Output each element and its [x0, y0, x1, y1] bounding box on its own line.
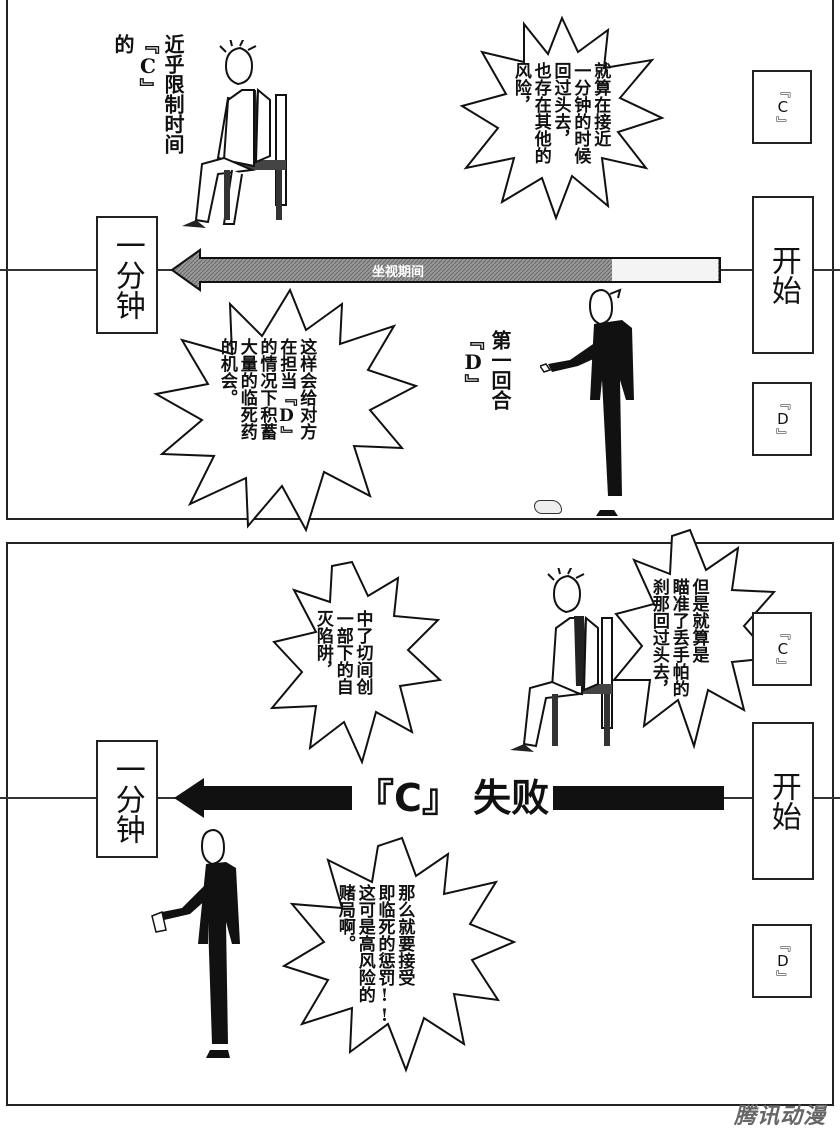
- failure-text: 『C』 失败: [352, 774, 554, 822]
- standing-man-figure: [151, 828, 240, 1058]
- bubble-line: 回过头去，: [550, 62, 571, 147]
- role-box-d: 『D』: [752, 924, 812, 998]
- watermark-logo: 腾讯动漫: [733, 1104, 826, 1129]
- bubble-line: 这样会给对方: [296, 338, 317, 440]
- start-label: 开始: [765, 245, 801, 305]
- bubble-line: 的情况下积蓄: [256, 338, 277, 440]
- viewing-period-arrow: [170, 248, 721, 292]
- arrow-label: 坐视期间: [372, 265, 425, 280]
- one-minute-label: 一分钟: [109, 230, 145, 320]
- bubble-line: 的机会。: [216, 338, 237, 406]
- caption-round: 第一回合 『D』: [461, 330, 512, 410]
- caption-line: 第一回合: [488, 330, 512, 410]
- role-box-label: 『C』: [773, 625, 792, 673]
- bubble-line: 一部下的自: [332, 610, 353, 695]
- start-box: 开始: [752, 196, 814, 354]
- caption-limit: 近乎限制时间 『C』 的: [111, 34, 185, 154]
- caption-line: 近乎限制时间: [161, 34, 185, 154]
- bubble-line: 但是就算是: [688, 578, 709, 663]
- role-box-label: 『D』: [773, 395, 792, 443]
- one-minute-label: 一分钟: [109, 754, 145, 844]
- one-minute-box: 一分钟: [96, 740, 158, 858]
- standing-man-figure: [540, 288, 634, 516]
- speech-bubble-aim: 但是就算是 瞄准了丢手帕的 刹那回过头去，: [611, 528, 777, 750]
- caption-line: 的: [111, 34, 135, 54]
- role-box-d: 『D』: [752, 382, 812, 456]
- seated-man-figure: [182, 40, 287, 228]
- seated-man-figure: [510, 568, 613, 752]
- role-box-c: 『C』: [752, 612, 812, 686]
- bubble-line: 赌局啊。: [334, 884, 355, 952]
- bubble-line: 瞄准了丢手帕的: [668, 578, 689, 697]
- role-box-label: 『C』: [773, 83, 792, 131]
- bubble-line: 即临死的惩罚!!: [374, 884, 395, 1026]
- bubble-line: 那么就要接受: [394, 884, 415, 986]
- bubble-line: 中了切间创: [352, 610, 373, 695]
- bubble-line: 这可是高风险的: [354, 884, 375, 1003]
- dropped-handkerchief: [534, 500, 562, 514]
- speech-bubble-opportunity: 这样会给对方 在担当『D』 的情况下积蓄 大量的临死药 的机会。: [153, 287, 419, 540]
- bubble-line: 也存在其他的: [530, 62, 551, 164]
- bubble-line: 风险，: [510, 62, 531, 113]
- one-minute-box: 一分钟: [96, 216, 158, 334]
- caption-line: 『C』: [136, 34, 160, 98]
- bubble-line: 刹那回过头去，: [648, 578, 669, 697]
- start-box: 开始: [752, 722, 814, 880]
- bubble-line: 一分钟的时候: [570, 62, 591, 164]
- caption-line: 『D』: [461, 330, 485, 394]
- speech-bubble-risk: 就算在接近 一分钟的时候 回过头去， 也存在其他的 风险，: [459, 15, 665, 221]
- speech-bubble-trap: 中了切间创 一部下的自 灭陷阱，: [269, 560, 443, 765]
- start-label: 开始: [765, 771, 801, 831]
- speech-bubble-penalty: 那么就要接受 即临死的惩罚!! 这可是高风险的 赌局啊。: [281, 836, 517, 1073]
- bubble-line: 灭陷阱，: [312, 610, 333, 678]
- role-box-label: 『D』: [773, 937, 792, 985]
- bubble-line: 大量的临死药: [236, 338, 257, 440]
- bubble-line: 就算在接近: [590, 62, 611, 147]
- role-box-c: 『C』: [752, 70, 812, 144]
- bubble-line: 在担当『D』: [276, 338, 297, 443]
